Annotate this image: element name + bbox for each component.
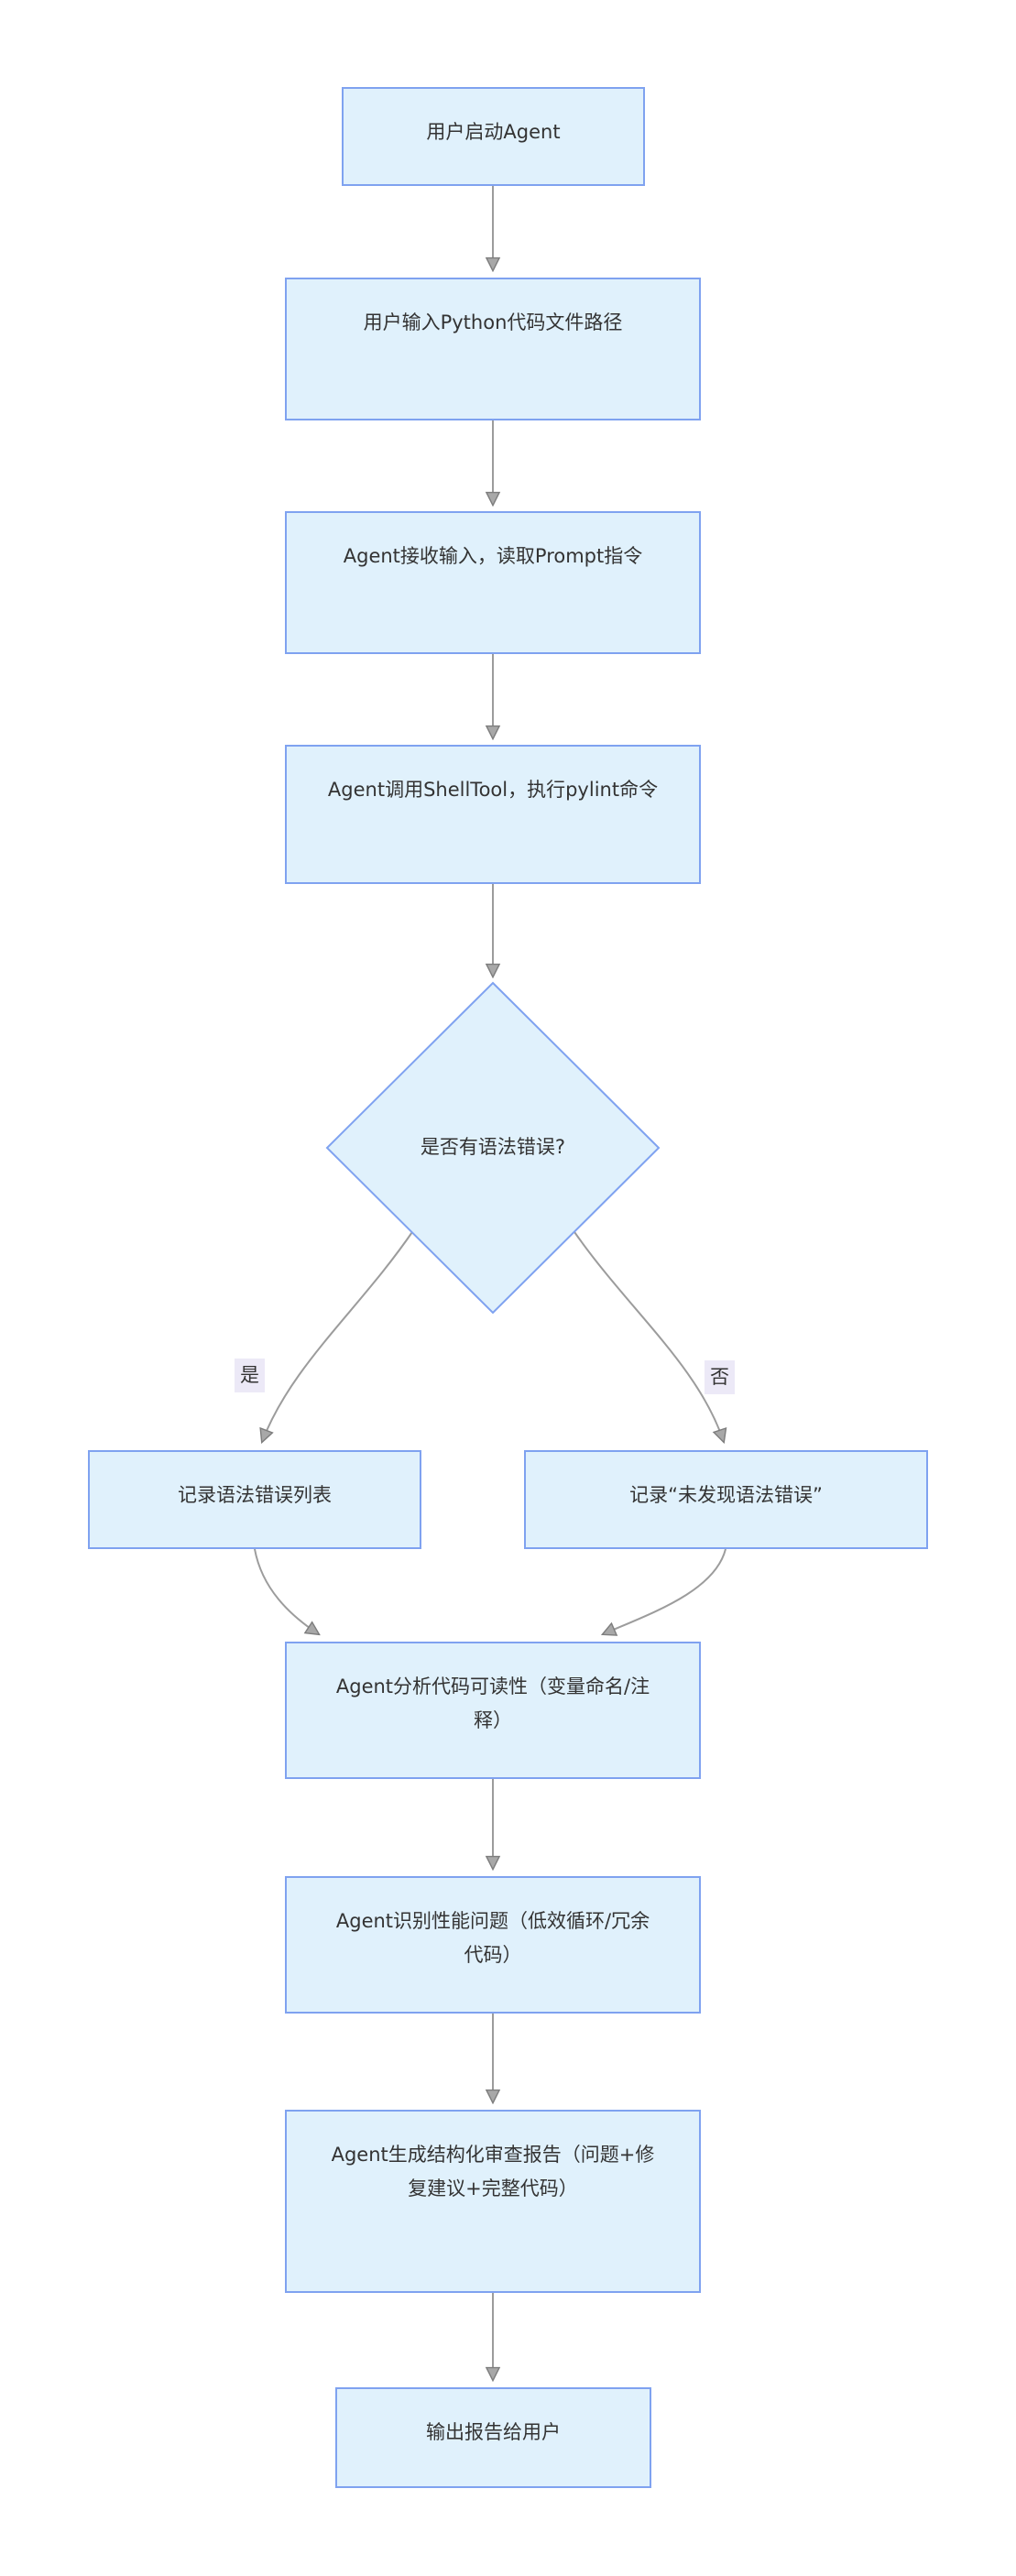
node-run-pylint: Agent调用ShellTool，执行pylint命令 bbox=[285, 745, 701, 884]
node-generate-report: Agent生成结构化审查报告（问题+修 复建议+完整代码） bbox=[285, 2110, 701, 2293]
edge-decision-yes bbox=[262, 1228, 415, 1442]
edge-decision-no bbox=[572, 1228, 724, 1442]
edge-label-yes: 是 bbox=[235, 1359, 265, 1392]
node-start: 用户启动Agent bbox=[342, 87, 645, 186]
node-analyze-readability: Agent分析代码可读性（变量命名/注 释） bbox=[285, 1642, 701, 1779]
edge-errors-to-readability bbox=[254, 1548, 319, 1634]
node-record-error-list: 记录语法错误列表 bbox=[88, 1450, 421, 1549]
decision-diamond-shape bbox=[325, 981, 661, 1315]
node-identify-performance: Agent识别性能问题（低效循环/冗余 代码） bbox=[285, 1876, 701, 2014]
decision-syntax-error-label: 是否有语法错误? bbox=[420, 1136, 566, 1158]
node-output-report: 输出报告给用户 bbox=[335, 2387, 651, 2488]
node-receive-prompt: Agent接收输入，读取Prompt指令 bbox=[285, 511, 701, 654]
edge-clean-to-readability bbox=[603, 1548, 726, 1634]
node-record-no-error: 记录“未发现语法错误” bbox=[524, 1450, 928, 1549]
node-input-file-path: 用户输入Python代码文件路径 bbox=[285, 278, 701, 420]
edge-label-no: 否 bbox=[705, 1360, 735, 1394]
